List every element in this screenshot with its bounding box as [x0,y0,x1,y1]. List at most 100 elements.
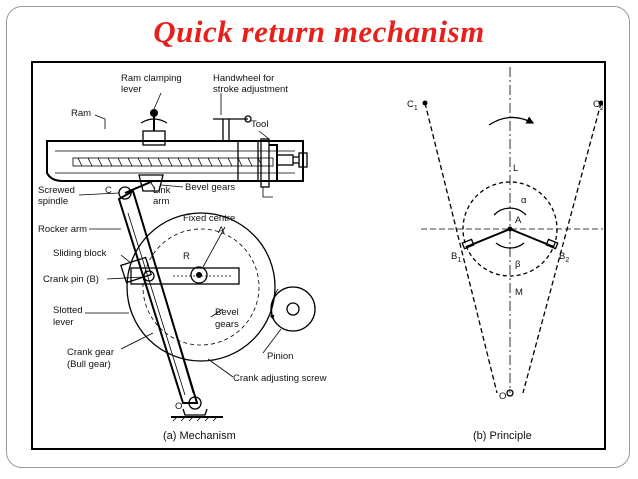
block-b1 [461,238,475,250]
tool-tip [298,152,308,168]
label-link-2: arm [153,196,169,207]
label-bevel-lower-1: Bevel [215,307,239,318]
rotation-arrow [488,116,535,126]
clamp-leader [153,92,162,110]
label-b2: B2 [559,251,569,264]
label-bevel-gears-top: Bevel gears [185,182,235,193]
sliding-block [120,256,152,284]
link-arm [124,180,154,194]
handwheel-knob [244,115,252,123]
block-b2 [545,238,559,250]
screwed-leader [78,192,120,196]
label-crank-gear-2: (Bull gear) [67,359,111,370]
bevel-lower-leader [210,308,224,318]
sliding-leader [120,254,132,264]
label-c1: C1 [407,99,418,112]
point-c2 [598,100,604,106]
spindle-hatching [77,157,263,167]
crank-adjust-leader [207,358,234,378]
slotted-lever [117,189,199,404]
label-sliding-block: Sliding block [53,248,107,259]
label-o: O [175,401,182,412]
tool-clamp [276,154,294,166]
pinion-arc [269,288,279,320]
label-b1: B1 [451,251,461,264]
clamp-handle [140,118,168,124]
point-c1 [422,100,428,106]
label-ram-clamping-2: lever [121,84,142,95]
link-leader [150,182,156,190]
tool-head [237,140,259,182]
bull-gear [126,212,276,362]
beta-arc [495,242,525,249]
point-a [507,226,513,232]
clamp-block [142,130,166,146]
label-screwed-2: spindle [38,196,68,207]
slot-lines [127,208,194,396]
crank-a-b1 [465,228,511,248]
crank-gear-leader [120,332,154,350]
pinion-hub [286,302,300,316]
ram-body [46,140,304,182]
label-slotted-1: Slotted [53,305,83,316]
label-beta: β [515,259,521,270]
figure-svg: Ram Ram clamping lever Handwheel for str… [38,67,604,442]
bevel-top-leader [160,184,184,188]
slide-title: Quick return mechanism [153,14,485,49]
mechanism-drawing [46,92,316,422]
label-handwheel-2: stroke adjustment [213,84,288,95]
label-handwheel-1: Handwheel for [213,73,274,84]
label-crank-gear-1: Crank gear [67,347,114,358]
label-slotted-2: lever [53,317,74,328]
pinion [270,286,316,332]
figure-box: Ram Ram clamping lever Handwheel for str… [31,61,606,450]
pivot-bracket [182,408,208,416]
crank-slide [130,267,240,285]
label-fixed-centre: Fixed centre [183,213,235,224]
label-crank-pin: Crank pin (B) [43,274,99,285]
ram-leader [94,114,106,129]
label-ram: Ram [71,108,91,119]
label-bevel-lower-2: gears [215,319,239,330]
line-c1-o [424,102,498,394]
clamp-knob [150,109,158,117]
principle-drawing [421,67,604,397]
tool-post [260,138,270,188]
label-tool: Tool [251,119,268,130]
tool-leader [258,130,270,140]
label-a-principle: A [515,215,522,226]
pinion-leader [262,328,282,354]
crank-a-b2 [509,228,555,248]
label-pinion: Pinion [267,351,293,362]
base-hatch [172,416,218,422]
tool-bolts [293,156,299,164]
label-alpha: α [521,195,527,206]
ram-guides [55,150,295,174]
label-screwed-1: Screwed [38,185,75,196]
caption-principle: (b) Principle [473,430,532,442]
crank-circle [142,228,260,346]
crankpin-leader [106,276,144,280]
crank-hub [190,266,208,284]
screwed-spindle [72,157,274,167]
label-ram-clamping-1: Ram clamping [121,73,182,84]
label-rocker-arm: Rocker arm [38,224,87,235]
handwheel-shaft [213,118,248,141]
label-a: A [218,225,225,236]
line-c2-o [522,102,602,394]
label-o-principle: O [499,391,506,402]
crank-center [196,272,202,278]
label-c2: C2 [593,99,603,112]
caption-mechanism: (a) Mechanism [163,430,236,442]
point-o [506,389,514,397]
label-link-1: Link [153,185,171,196]
label-r: R [183,251,190,262]
label-c: C [105,185,112,196]
label-m: M [515,287,523,298]
fixed-centre-leader [202,226,226,268]
crank-circle-principle [462,181,558,277]
label-crank-adjusting-screw: Crank adjusting screw [233,373,327,384]
tool-bit [262,187,273,198]
slide-frame [6,6,630,468]
alpha-arc [493,207,527,216]
